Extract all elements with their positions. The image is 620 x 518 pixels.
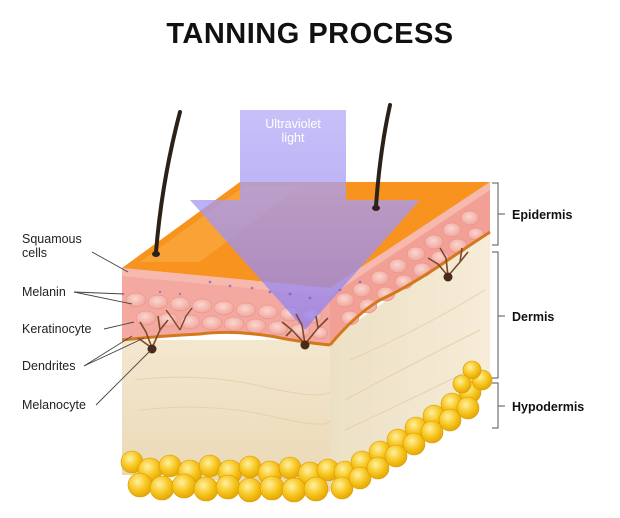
label-melanocyte: Melanocyte xyxy=(22,398,86,412)
label-dendrites: Dendrites xyxy=(22,359,76,373)
dermis-side xyxy=(330,228,490,490)
label-keratinocyte: Keratinocyte xyxy=(22,322,92,336)
label-squamous-line1: Squamous xyxy=(22,232,82,246)
melanocyte-center xyxy=(281,313,329,350)
uv-label-line2: light xyxy=(282,131,305,145)
stratum-band-side xyxy=(330,182,490,296)
melanin-granules xyxy=(158,280,362,300)
uv-label-line1: Ultraviolet xyxy=(265,117,321,131)
hair-left-root xyxy=(152,251,160,257)
page-title: TANNING PROCESS xyxy=(166,18,454,50)
basal-membrane-front xyxy=(121,330,331,347)
keratinocyte-cells xyxy=(125,210,485,340)
label-hypodermis: Hypodermis xyxy=(512,400,584,414)
hair-left xyxy=(154,110,182,254)
leader-lines xyxy=(73,251,151,406)
melanocyte-right xyxy=(427,247,469,282)
hypodermis-fat xyxy=(120,360,493,503)
uv-light-beam xyxy=(190,110,420,330)
label-melanin: Melanin xyxy=(22,285,66,299)
layer-brackets xyxy=(492,182,505,429)
melanocyte-left xyxy=(137,315,169,354)
dermis-front-low xyxy=(122,340,330,492)
melanocyte-extra xyxy=(165,307,193,331)
label-squamous-line2: cells xyxy=(22,246,47,260)
label-dermis: Dermis xyxy=(512,310,554,324)
basal-membrane-side xyxy=(328,230,491,346)
hair-right-root xyxy=(372,205,380,211)
hair-right xyxy=(374,103,392,208)
label-epidermis: Epidermis xyxy=(512,208,572,222)
